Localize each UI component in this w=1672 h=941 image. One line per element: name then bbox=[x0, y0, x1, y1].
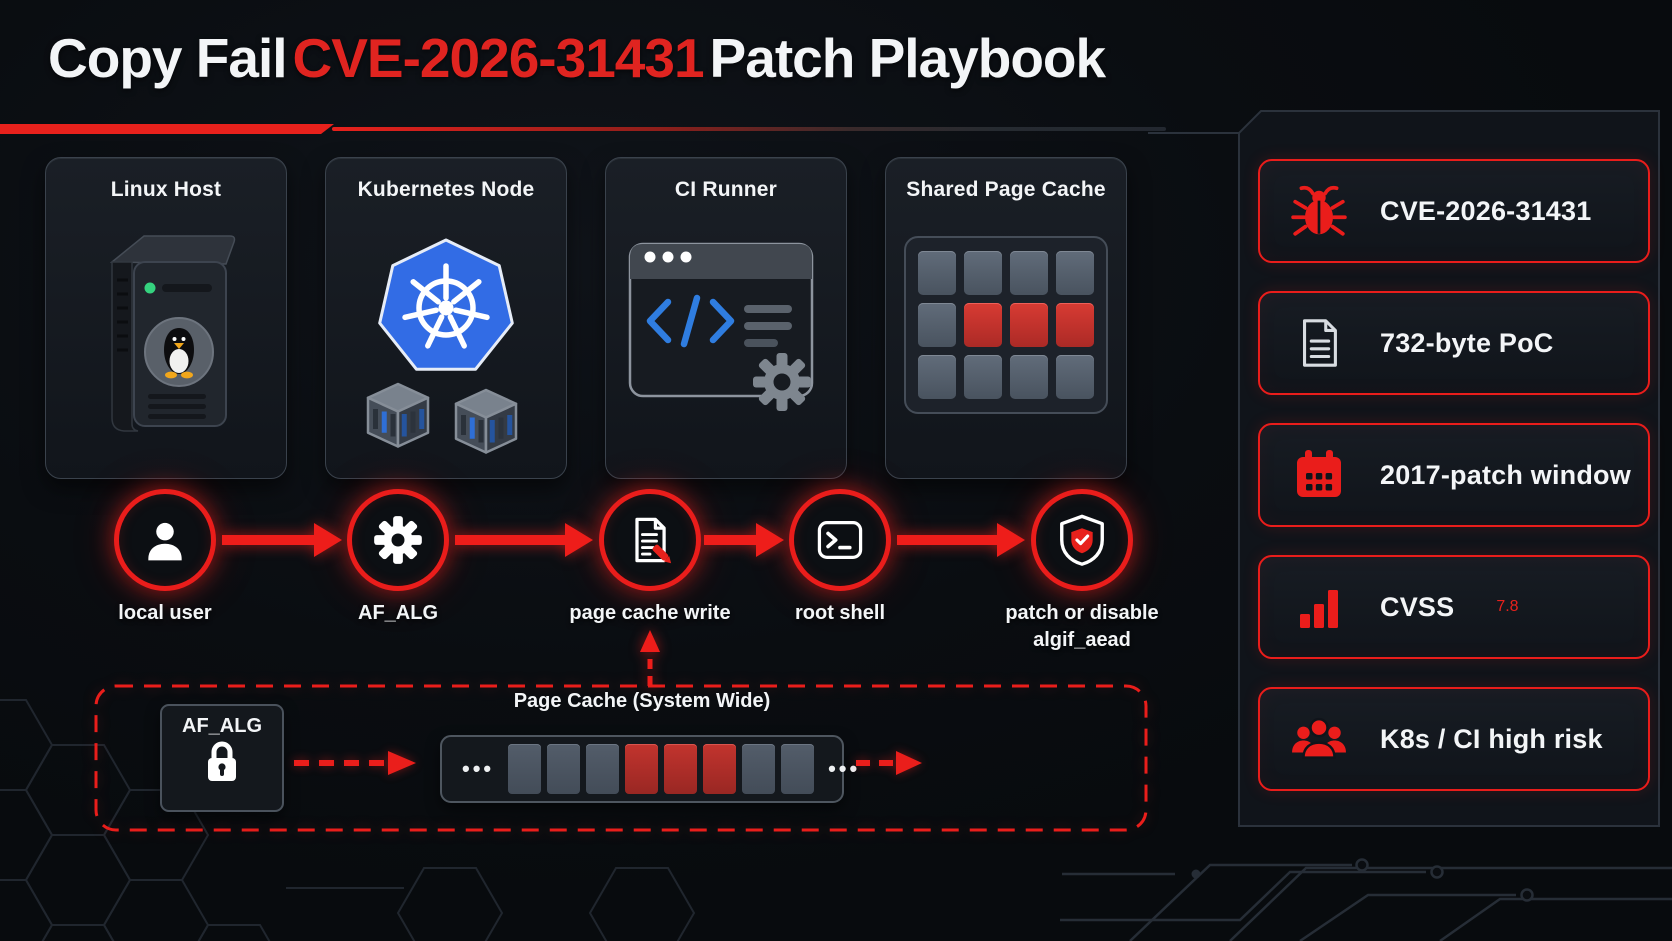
up-arrow bbox=[640, 630, 660, 686]
title-suffix: Patch Playbook bbox=[709, 27, 1107, 89]
title-cve-highlight: CVE-2026-31431 bbox=[292, 27, 705, 89]
flow-step-label: patch or disable algif_aead bbox=[1005, 602, 1159, 651]
infra-card-linux-host: Linux Host bbox=[45, 157, 287, 479]
code-icon bbox=[646, 294, 735, 348]
terminal-icon bbox=[817, 521, 863, 559]
cache-cell-gray bbox=[918, 251, 956, 295]
infra-card-ci-runner: CI Runner bbox=[605, 157, 847, 479]
stat-card-patch-window: 2017-patch window bbox=[1258, 423, 1650, 527]
stat-label: 732-byte PoC bbox=[1380, 327, 1554, 358]
cache-cell-gray bbox=[964, 251, 1002, 295]
flow-arrow bbox=[704, 523, 784, 557]
cache-cell-gray bbox=[508, 744, 542, 794]
bar-chart-icon bbox=[1288, 579, 1350, 635]
led-green bbox=[144, 282, 156, 294]
infra-card-title: Shared Page Cache bbox=[906, 178, 1106, 201]
linux-server-icon bbox=[46, 210, 286, 442]
cache-cell-red bbox=[1056, 303, 1094, 347]
cache-cell-red bbox=[664, 744, 698, 794]
user-icon bbox=[148, 522, 182, 561]
page-cache-bar: ••• ••• bbox=[440, 735, 857, 803]
stat-card-cve: CVE-2026-31431 bbox=[1258, 159, 1650, 263]
cache-cell-red bbox=[703, 744, 737, 794]
document-icon bbox=[1288, 314, 1350, 372]
dashed-arrow-right bbox=[294, 751, 416, 775]
kubernetes-icon bbox=[378, 238, 514, 371]
lock-icon bbox=[208, 741, 236, 781]
accent-divider-bar bbox=[0, 124, 334, 134]
infra-card-kubernetes-node: Kubernetes Node bbox=[325, 157, 567, 479]
stat-card-poc: 732-byte PoC bbox=[1258, 291, 1650, 395]
af-alg-label: AF_ALG bbox=[182, 715, 262, 737]
cache-cell-gray bbox=[1056, 251, 1094, 295]
page-cache-title: Page Cache (System Wide) bbox=[513, 690, 771, 712]
exploit-flow-box bbox=[94, 684, 1148, 832]
cache-cell-gray bbox=[1010, 355, 1048, 399]
cache-cell-gray bbox=[547, 744, 581, 794]
pencil-icon bbox=[652, 544, 672, 564]
cache-cell-red bbox=[964, 303, 1002, 347]
shield-check-icon bbox=[1060, 514, 1104, 566]
flow-step-af-alg bbox=[347, 489, 449, 591]
cache-cell-gray bbox=[742, 744, 776, 794]
flow-step-local-user bbox=[114, 489, 216, 591]
page-cache-cells bbox=[508, 744, 815, 794]
af-alg-card: AF_ALG bbox=[160, 704, 284, 812]
stat-label: 2017-patch window bbox=[1380, 459, 1631, 490]
stat-label: K8s / CI high risk bbox=[1380, 723, 1603, 754]
stat-label: CVE-2026-31431 bbox=[1380, 195, 1592, 226]
stat-card-cvss: CVSS 7.8 bbox=[1258, 555, 1650, 659]
cache-grid-icon bbox=[904, 236, 1108, 414]
stat-value: 7.8 bbox=[1496, 598, 1519, 615]
code-window-icon bbox=[606, 230, 846, 428]
document-write-icon bbox=[635, 517, 672, 564]
ellipsis: ••• bbox=[828, 756, 861, 781]
dashed-arrow-right bbox=[856, 751, 922, 775]
flow-step-label: AF_ALG bbox=[358, 602, 438, 624]
gear-icon bbox=[753, 353, 811, 411]
flow-step-page-cache-write bbox=[599, 489, 701, 591]
bug-icon bbox=[1288, 182, 1350, 240]
flow-arrow bbox=[222, 523, 342, 557]
stat-label: CVSS bbox=[1380, 591, 1455, 622]
cache-cell-gray bbox=[1010, 251, 1048, 295]
accent-divider-line bbox=[332, 127, 1166, 131]
flow-arrow bbox=[897, 523, 1025, 557]
flow-arrow bbox=[455, 523, 593, 557]
calendar-icon bbox=[1288, 447, 1350, 503]
flow-step-label: local user bbox=[118, 602, 212, 624]
cache-cell-gray bbox=[781, 744, 815, 794]
infra-card-title: Linux Host bbox=[110, 178, 222, 201]
infra-card-title: CI Runner bbox=[674, 178, 778, 201]
infra-card-title: Kubernetes Node bbox=[357, 178, 535, 201]
stat-card-risk: K8s / CI high risk bbox=[1258, 687, 1650, 791]
ellipsis: ••• bbox=[462, 756, 495, 781]
flow-step-label: page cache write bbox=[569, 602, 731, 624]
tux-icon bbox=[164, 328, 194, 379]
cache-cell-gray bbox=[918, 303, 956, 347]
cache-cell-gray bbox=[1056, 355, 1094, 399]
flow-step-label: root shell bbox=[794, 602, 885, 624]
flow-step-root-shell bbox=[789, 489, 891, 591]
gear-icon bbox=[374, 516, 422, 564]
title-prefix: Copy Fail bbox=[48, 27, 288, 89]
infra-card-shared-page-cache: Shared Page Cache bbox=[885, 157, 1127, 479]
flow-step-patch bbox=[1031, 489, 1133, 591]
people-icon bbox=[1288, 710, 1350, 768]
cache-cell-red bbox=[625, 744, 659, 794]
cache-cell-gray bbox=[586, 744, 620, 794]
cache-cell-gray bbox=[964, 355, 1002, 399]
cache-cell-gray bbox=[918, 355, 956, 399]
cache-cell-red bbox=[1010, 303, 1048, 347]
